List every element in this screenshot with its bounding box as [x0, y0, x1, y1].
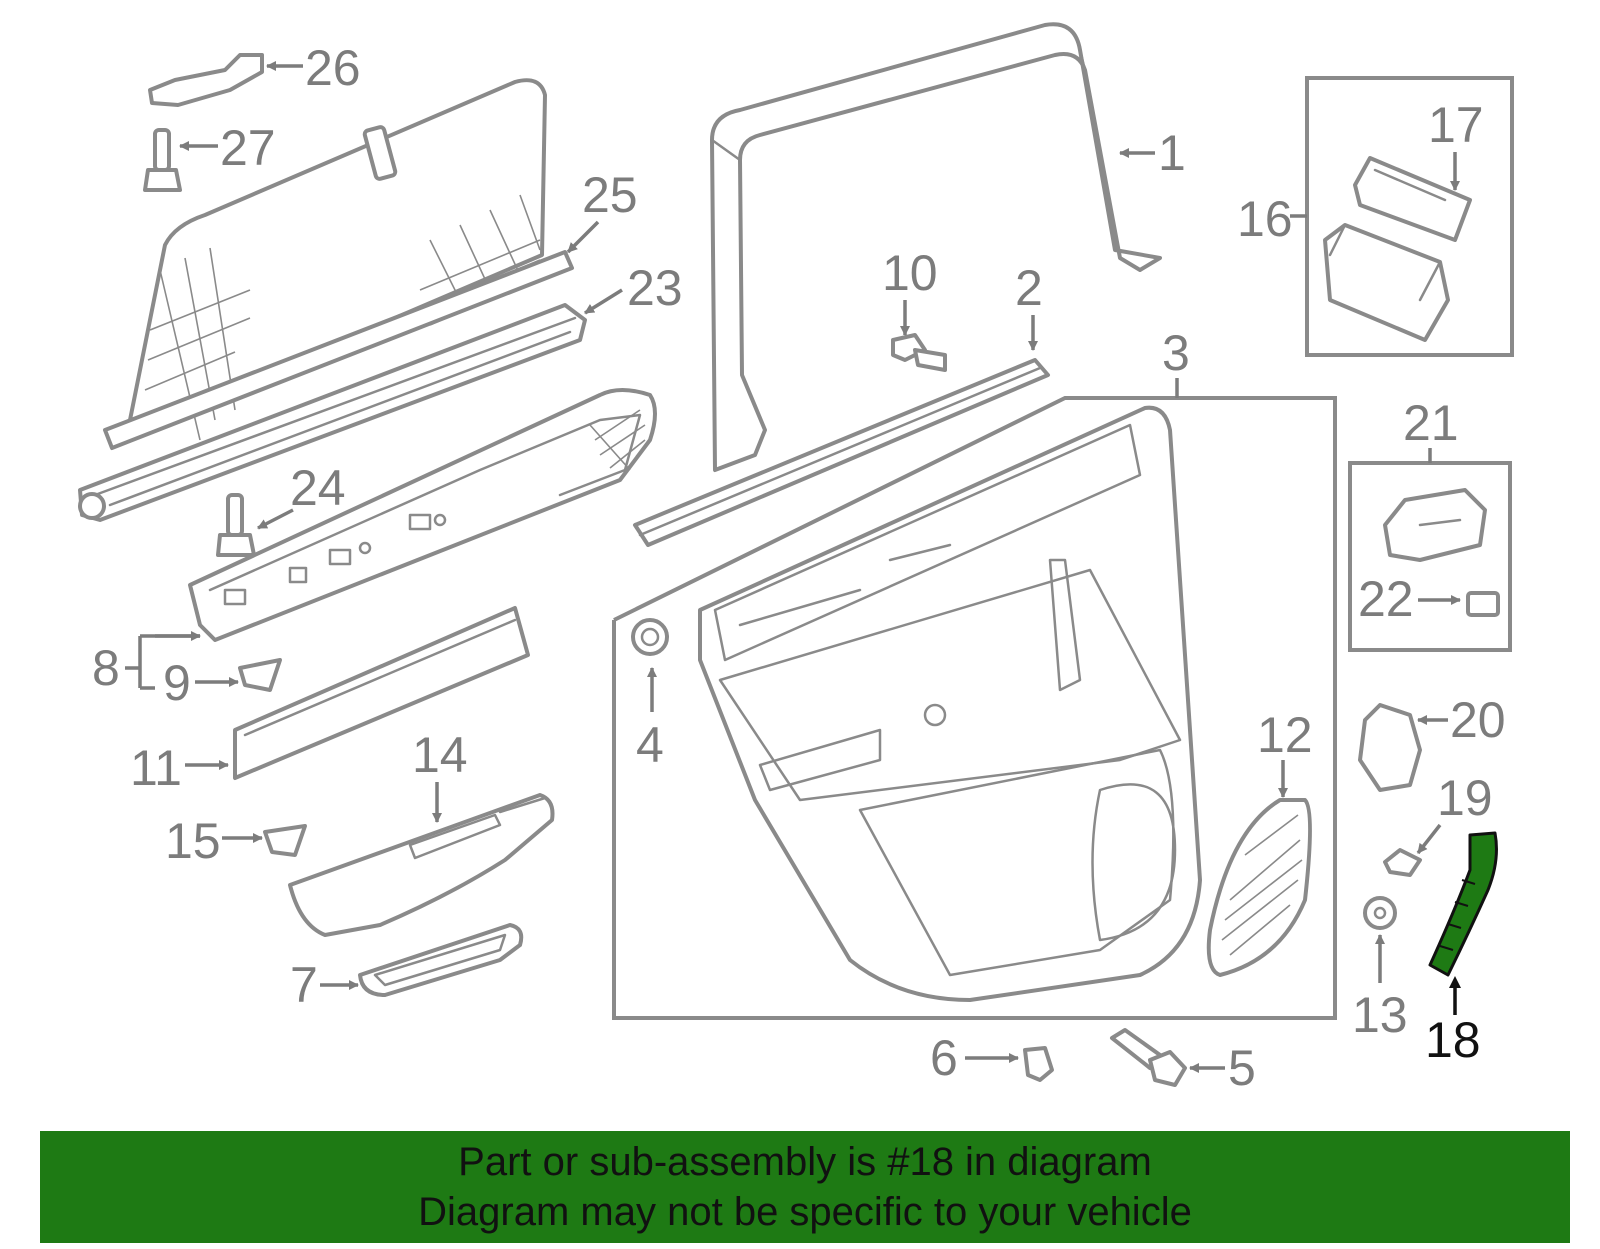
- label-26: 26: [305, 40, 361, 96]
- leader-19: [1416, 823, 1442, 855]
- part-3-door-panel-box: [612, 396, 1337, 1020]
- part-4-clip: [631, 618, 669, 656]
- leader-23: [584, 288, 623, 315]
- part-9-clip: [238, 658, 282, 692]
- label-19: 19: [1437, 770, 1493, 826]
- label-15: 15: [165, 813, 221, 869]
- part-8-armrest-upper: [188, 388, 657, 642]
- label-24: 24: [290, 460, 346, 516]
- part-22-bulb: [1466, 591, 1500, 617]
- leader-25: [566, 220, 600, 254]
- leader-18-arrowhead: [1449, 976, 1461, 988]
- part-5-screw: [1110, 1028, 1187, 1087]
- part-10-bolt: [891, 333, 947, 372]
- label-14: 14: [412, 727, 468, 783]
- part-20-switch: [1358, 703, 1422, 792]
- part-26-bracket: [148, 53, 264, 107]
- part-7-pull-cup: [358, 923, 524, 997]
- part-25-sunshade: [103, 78, 574, 450]
- part-21-handle-housing: [1383, 488, 1487, 562]
- label-3: 3: [1162, 325, 1190, 381]
- part-18-trim-strip-highlighted: [1428, 831, 1498, 977]
- label-6: 6: [930, 1030, 958, 1086]
- label-9: 9: [163, 655, 191, 711]
- part-1-run-channel: [710, 22, 1162, 472]
- label-20: 20: [1450, 692, 1506, 748]
- label-7: 7: [290, 957, 318, 1013]
- part-27-bolt: [143, 128, 182, 192]
- part-19-clip: [1383, 848, 1422, 877]
- label-11: 11: [130, 740, 182, 796]
- label-10: 10: [882, 245, 938, 301]
- part-14-armrest: [288, 793, 555, 937]
- leader-24: [257, 508, 294, 530]
- label-17: 17: [1428, 97, 1484, 153]
- label-13: 13: [1352, 987, 1408, 1043]
- label-4: 4: [636, 717, 664, 773]
- part-15-clip: [263, 824, 307, 857]
- label-16: 16: [1237, 191, 1293, 247]
- banner-line-1: Part or sub-assembly is #18 in diagram: [458, 1140, 1152, 1184]
- part-6-push-clip: [1023, 1046, 1054, 1082]
- banner-line-2: Diagram may not be specific to your vehi…: [418, 1190, 1192, 1234]
- label-18: 18: [1425, 1012, 1481, 1068]
- part-13-washer: [1363, 896, 1397, 930]
- label-8: 8: [92, 640, 120, 696]
- label-23: 23: [627, 260, 683, 316]
- label-27: 27: [220, 120, 276, 176]
- label-12: 12: [1257, 707, 1313, 763]
- part-17-switch-bezel: [1353, 156, 1472, 242]
- label-1: 1: [1158, 125, 1186, 181]
- label-2: 2: [1015, 260, 1043, 316]
- leader-8: [125, 634, 200, 690]
- part-24-bolt: [216, 493, 256, 557]
- part-23-rail: [78, 303, 587, 522]
- part-11-trim-strip: [233, 606, 530, 780]
- label-21: 21: [1403, 395, 1459, 451]
- info-banner: Part or sub-assembly is #18 in diagram D…: [40, 1131, 1570, 1243]
- label-25: 25: [582, 167, 638, 223]
- label-22: 22: [1358, 571, 1414, 627]
- label-5: 5: [1228, 1040, 1256, 1096]
- part-12-speaker-grille: [1206, 798, 1312, 977]
- part-2-weatherstrip: [633, 358, 1050, 547]
- part-16-switch-body: [1323, 223, 1450, 342]
